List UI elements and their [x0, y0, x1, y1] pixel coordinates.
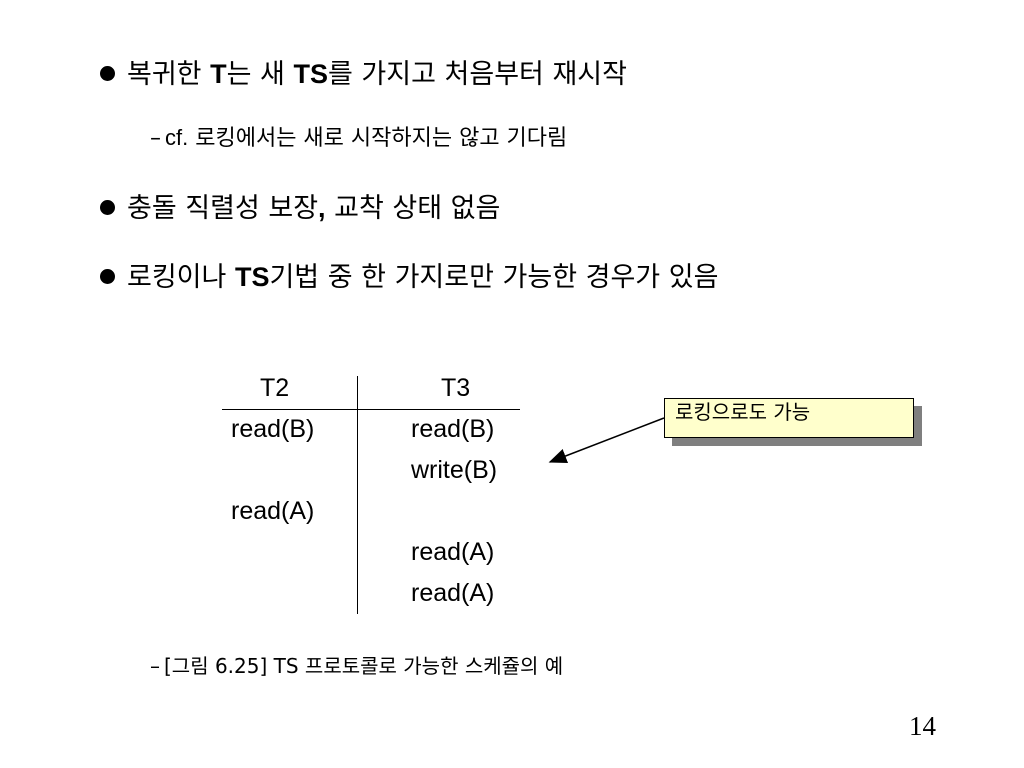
- t3-op: read(A): [411, 579, 495, 607]
- header-t2: T2: [260, 374, 290, 402]
- header-t3: T3: [441, 374, 471, 402]
- bullet-conflict-serializability: 충돌 직렬성 보장, 교착 상태 없음: [100, 190, 500, 227]
- figure-caption: –[그림 6.25] TS 프로토콜로 가능한 스케쥴의 예: [150, 654, 564, 678]
- page-number: 14: [909, 711, 936, 741]
- bullet-dot-icon: [100, 66, 115, 81]
- sub-note-cf: –cf. 로킹에서는 새로 시작하지는 않고 기다림: [150, 125, 568, 151]
- callout-box: 로킹으로도 가능: [664, 398, 914, 438]
- bullet-restart-with-new-ts: 복귀한 T는 새 TS를 가지고 처음부터 재시작: [100, 56, 627, 93]
- t2-op: read(B): [231, 415, 315, 443]
- column-divider: [357, 376, 358, 614]
- t3-op: read(B): [411, 415, 495, 443]
- bullet-only-one-technique: 로킹이나 TS기법 중 한 가지로만 가능한 경우가 있음: [100, 259, 718, 296]
- t3-op: read(A): [411, 538, 495, 566]
- t3-op-write: write(B): [411, 456, 498, 484]
- header-underline: [222, 409, 520, 410]
- bullet-dot-icon: [100, 269, 115, 284]
- t2-op: read(A): [231, 497, 315, 525]
- bullet-dot-icon: [100, 200, 115, 215]
